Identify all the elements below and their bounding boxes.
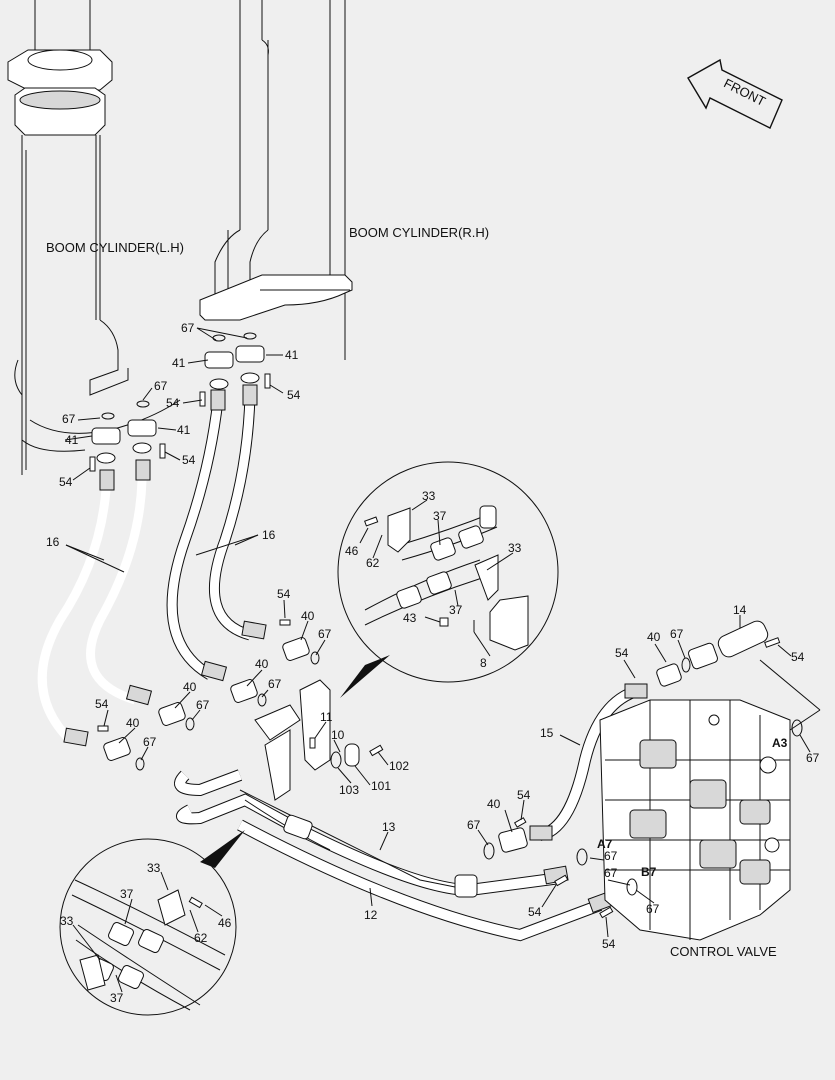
detail-circle-lower bbox=[59, 830, 245, 1016]
callout: 67 bbox=[196, 698, 210, 712]
callout: 33 bbox=[422, 489, 436, 503]
callout: 41 bbox=[172, 356, 186, 370]
callout: 41 bbox=[65, 433, 79, 447]
callout: 40 bbox=[183, 680, 197, 694]
fitting-14 bbox=[656, 620, 821, 731]
leader-lines bbox=[64, 327, 811, 993]
callout: 40 bbox=[647, 630, 661, 644]
callout: 62 bbox=[194, 931, 208, 945]
callout: 41 bbox=[285, 348, 299, 362]
bracket-11 bbox=[254, 679, 384, 801]
callout: 67 bbox=[318, 627, 332, 641]
callout: 67 bbox=[181, 321, 195, 335]
callout: 10 bbox=[331, 728, 345, 742]
callout: 33 bbox=[60, 914, 74, 928]
callout: 67 bbox=[806, 751, 820, 765]
boom-cylinder-lh bbox=[7, 0, 181, 475]
control-valve bbox=[599, 699, 791, 941]
front-label: FRONT bbox=[721, 75, 768, 109]
callout: 62 bbox=[366, 556, 380, 570]
callout: 67 bbox=[604, 849, 618, 863]
pipes-12-13 bbox=[174, 769, 615, 942]
callout: 67 bbox=[670, 627, 684, 641]
boom-cylinder-rh-label: BOOM CYLINDER(R.H) bbox=[349, 225, 489, 240]
callout: 67 bbox=[646, 902, 660, 916]
callout: 101 bbox=[371, 779, 391, 793]
hose-16-right-pair bbox=[166, 384, 267, 682]
callout: 14 bbox=[733, 603, 747, 617]
callout: 67 bbox=[467, 818, 481, 832]
port-a3-label: A3 bbox=[772, 736, 788, 750]
flange-set-upper bbox=[199, 332, 271, 407]
callout: 40 bbox=[301, 609, 315, 623]
port-a7-label: A7 bbox=[597, 837, 613, 851]
boom-cylinder-lh-label: BOOM CYLINDER(L.H) bbox=[46, 240, 184, 255]
part-callouts: 67 41 54 41 54 67 67 41 41 54 54 16 16 5… bbox=[46, 321, 820, 1005]
boom-cylinder-rh bbox=[199, 0, 353, 360]
port-b7-label: B7 bbox=[641, 865, 657, 879]
callout: 12 bbox=[364, 908, 378, 922]
control-valve-label: CONTROL VALVE bbox=[670, 944, 777, 959]
callout: 16 bbox=[46, 535, 60, 549]
callout: 33 bbox=[147, 861, 161, 875]
callout: 54 bbox=[287, 388, 301, 402]
callout: 54 bbox=[528, 905, 542, 919]
callout: 37 bbox=[120, 887, 134, 901]
callout: 103 bbox=[339, 783, 359, 797]
callout: 54 bbox=[517, 788, 531, 802]
callout: 37 bbox=[449, 603, 463, 617]
callout: 54 bbox=[277, 587, 291, 601]
hose-16-left-pair bbox=[37, 459, 153, 747]
callout: 67 bbox=[604, 866, 618, 880]
callout: 67 bbox=[62, 412, 76, 426]
callout: 46 bbox=[345, 544, 359, 558]
callout: 11 bbox=[320, 710, 333, 724]
callout: 41 bbox=[177, 423, 191, 437]
callout: 33 bbox=[508, 541, 522, 555]
callout: 54 bbox=[59, 475, 73, 489]
callout: 43 bbox=[403, 611, 417, 625]
callout: 46 bbox=[218, 916, 232, 930]
o-rings-valve bbox=[483, 657, 803, 919]
title-labels: BOOM CYLINDER(L.H) BOOM CYLINDER(R.H) CO… bbox=[46, 225, 788, 959]
callout: 102 bbox=[389, 759, 409, 773]
callout: 8 bbox=[480, 656, 487, 670]
callout: 54 bbox=[166, 396, 180, 410]
callout: 40 bbox=[255, 657, 269, 671]
callout: 54 bbox=[602, 937, 616, 951]
callout: 54 bbox=[182, 453, 196, 467]
callout: 13 bbox=[382, 820, 396, 834]
callout: 15 bbox=[540, 726, 554, 740]
flanges-40-center bbox=[97, 619, 320, 771]
callout: 67 bbox=[154, 379, 168, 393]
front-arrow: FRONT bbox=[687, 58, 783, 129]
callout: 67 bbox=[143, 735, 157, 749]
hose-15 bbox=[529, 683, 648, 841]
callout: 67 bbox=[268, 677, 282, 691]
callout: 37 bbox=[433, 509, 447, 523]
callout: 54 bbox=[791, 650, 805, 664]
callout: 54 bbox=[615, 646, 629, 660]
flange-set-lower bbox=[89, 400, 166, 472]
detail-circle-upper bbox=[337, 461, 559, 698]
callout: 16 bbox=[262, 528, 276, 542]
callout: 37 bbox=[110, 991, 124, 1005]
callout: 40 bbox=[487, 797, 501, 811]
callout: 54 bbox=[95, 697, 109, 711]
callout: 40 bbox=[126, 716, 140, 730]
